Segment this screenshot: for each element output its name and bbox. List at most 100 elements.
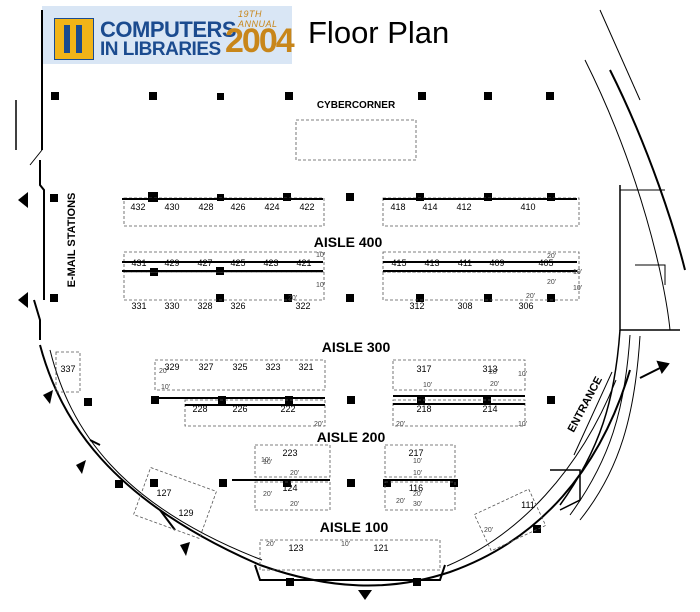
booth-405: 405 — [538, 258, 553, 268]
dimension-label: 20' — [413, 491, 422, 498]
booth-423: 423 — [263, 258, 278, 268]
booth-414: 414 — [422, 202, 437, 212]
dimension-label: 20' — [526, 293, 535, 300]
booth-223: 223 — [282, 448, 297, 458]
dimension-label: 20' — [263, 491, 272, 498]
dimension-label: 20' — [490, 381, 499, 388]
booth-129: 129 — [178, 508, 193, 518]
booth-429: 429 — [164, 258, 179, 268]
booth-426: 426 — [230, 202, 245, 212]
booth-337: 337 — [60, 364, 75, 374]
dimension-label: 10' — [573, 269, 582, 276]
booth-413: 413 — [424, 258, 439, 268]
area-labels: CYBERCORNER E-MAIL STATIONS ENTRANCE AIS… — [66, 100, 605, 535]
booth-123: 123 — [288, 543, 303, 553]
aisle-400-label: AISLE 400 — [314, 234, 383, 250]
booth-418: 418 — [390, 202, 405, 212]
booth-317: 317 — [416, 364, 431, 374]
email-stations-label: E-MAIL STATIONS — [66, 193, 78, 288]
booth-424: 424 — [264, 202, 279, 212]
dimension-label: 10' — [261, 457, 270, 464]
booth-425: 425 — [230, 258, 245, 268]
booth-326: 326 — [230, 301, 245, 311]
dimension-label: 20' — [489, 369, 498, 376]
booth-323: 323 — [265, 362, 280, 372]
dimension-label: 10' — [413, 458, 422, 465]
dimension-label: 10' — [316, 252, 325, 259]
dimension-label: 10' — [573, 285, 582, 292]
booth-331: 331 — [131, 301, 146, 311]
booth-421: 421 — [296, 258, 311, 268]
booth-422: 422 — [299, 202, 314, 212]
dimension-label: 10' — [316, 282, 325, 289]
booth-415: 415 — [391, 258, 406, 268]
dimension-label: 20' — [484, 527, 493, 534]
booth-127: 127 — [156, 488, 171, 498]
booth-walls — [122, 198, 577, 481]
dimension-label: 20' — [290, 501, 299, 508]
booth-226: 226 — [232, 404, 247, 414]
booth-431: 431 — [131, 258, 146, 268]
dimension-label: 30' — [413, 501, 422, 508]
booth-218: 218 — [416, 404, 431, 414]
perimeter-wall — [15, 9, 686, 587]
booth-330: 330 — [164, 301, 179, 311]
booth-214: 214 — [482, 404, 497, 414]
event-logo: 19TH ANNUAL COMPUTERS IN LIBRARIES 2004 — [42, 6, 295, 64]
logo-line-1: COMPUTERS — [100, 17, 237, 42]
dimension-label: 10' — [413, 470, 422, 477]
booth-322: 322 — [295, 301, 310, 311]
logo-year: 2004 — [225, 22, 295, 60]
dimension-label: 10' — [263, 459, 272, 466]
booth-410: 410 — [520, 202, 535, 212]
dimension-label: 20' — [396, 498, 405, 505]
booth-321: 321 — [298, 362, 313, 372]
dimension-label: 20' — [290, 470, 299, 477]
logo-annual-text: 19TH ANNUAL — [238, 9, 278, 29]
booth-217: 217 — [408, 448, 423, 458]
booth-116: 116 — [409, 483, 423, 493]
columns — [50, 92, 555, 586]
dimension-label: 20' — [547, 253, 556, 260]
dimension-label: 20' — [396, 421, 405, 428]
booth-222: 222 — [280, 404, 295, 414]
aisle-200-label: AISLE 200 — [317, 429, 386, 445]
booth-325: 325 — [232, 362, 247, 372]
booth-412: 412 — [456, 202, 471, 212]
cybercorner-label: CYBERCORNER — [317, 100, 396, 111]
booth-121: 121 — [373, 543, 388, 553]
aisle-300-label: AISLE 300 — [322, 339, 391, 355]
dimension-label: 10' — [423, 382, 432, 389]
booth-428: 428 — [198, 202, 213, 212]
booth-328: 328 — [197, 301, 212, 311]
booth-427: 427 — [197, 258, 212, 268]
entrance-label: ENTRANCE — [566, 375, 605, 435]
entrance-arrows — [573, 360, 670, 456]
dimension-label: 10' — [518, 371, 527, 378]
dimension-label: 20' — [159, 368, 168, 375]
dimension-label: 20' — [266, 541, 275, 548]
dimension-label: 20' — [288, 295, 297, 302]
dimension-label: 20' — [314, 421, 323, 428]
booth-432: 432 — [130, 202, 145, 212]
booth-430: 430 — [164, 202, 179, 212]
booth-329: 329 — [164, 362, 179, 372]
booth-124: 124 — [282, 483, 297, 493]
booth-306: 306 — [518, 301, 533, 311]
aisle-100-label: AISLE 100 — [320, 519, 389, 535]
dimension-label: 10' — [518, 421, 527, 428]
booth-numbers: 432 430 428 426 424 422 418 414 412 410 431 429 427 4… — [60, 202, 553, 553]
dimension-labels: 10' 20' 10' 20' 20' 10' 20' 10' 20' 20' 10' 20' 10' 1… — [159, 252, 582, 548]
logo-emblem-icon — [54, 18, 94, 60]
booth-409: 409 — [489, 258, 504, 268]
booth-111: 111 — [521, 500, 535, 510]
wall-markers — [18, 192, 372, 600]
booth-outlines — [55, 119, 580, 571]
booth-411: 411 — [458, 258, 472, 268]
dimension-label: 10' — [161, 384, 170, 391]
dimension-label: 20' — [547, 279, 556, 286]
logo-line-2: IN LIBRARIES — [100, 39, 221, 60]
booth-313: 313 — [482, 364, 497, 374]
